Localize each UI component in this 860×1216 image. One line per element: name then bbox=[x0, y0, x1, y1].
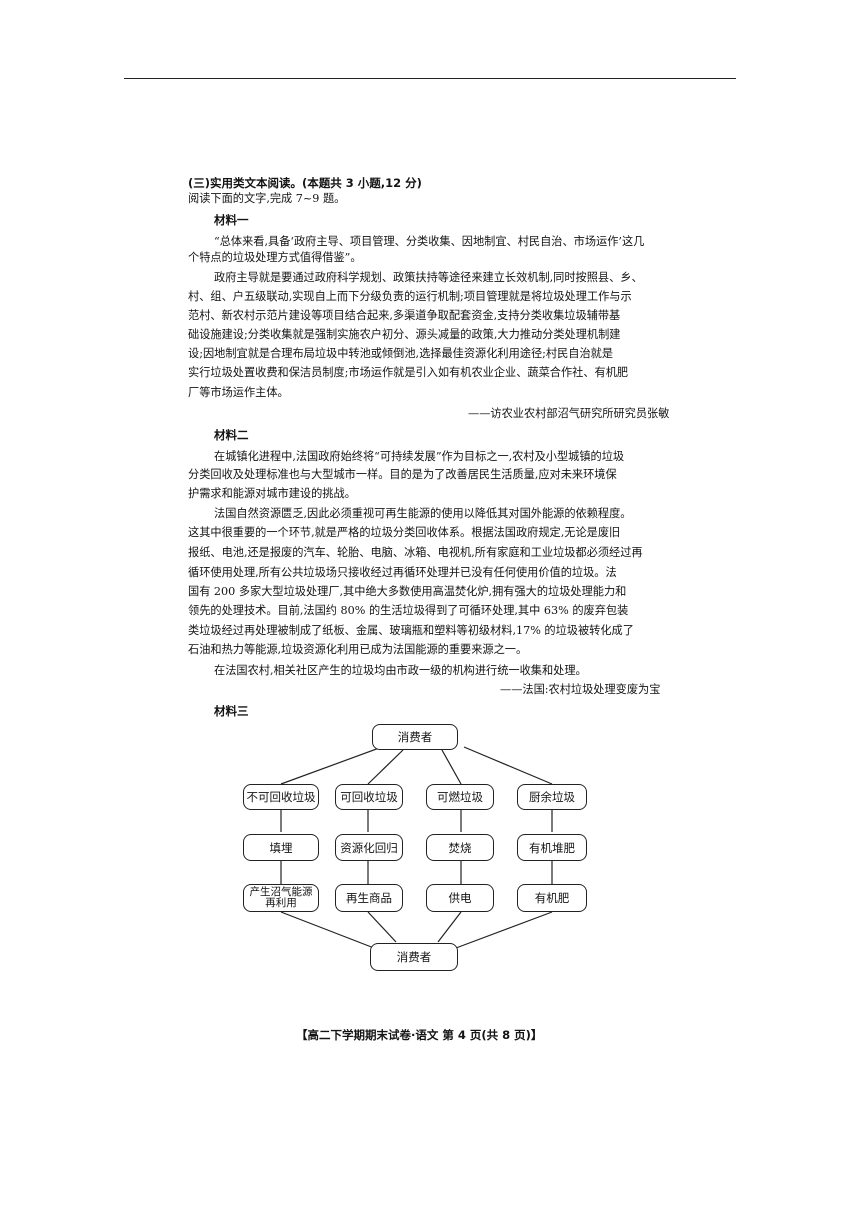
material1-source: ——访农业农村部沼气研究所研究员张敏 bbox=[468, 407, 670, 420]
material2-line: 国有 200 多家大型垃圾处理厂,其中绝大多数使用高温焚化炉,拥有强大的垃圾处理… bbox=[188, 585, 627, 598]
material1-label: 材料一 bbox=[214, 213, 249, 227]
product-box-renewed-goods: 再生商品 bbox=[335, 884, 403, 912]
process-box-landfill: 填埋 bbox=[243, 834, 319, 861]
material1-line: “总体来看,具备‘政府主导、项目管理、分类收集、因地制宜、村民自治、市场运作’这… bbox=[214, 235, 645, 248]
page-footer: 【高二下学期期末试卷·语文 第 4 页(共 8 页)】 bbox=[296, 1028, 543, 1042]
material2-line: 法国自然资源匮乏,因此必须重视可再生能源的使用以降低其对国外能源的依赖程度。 bbox=[214, 507, 632, 520]
top-rule bbox=[124, 78, 736, 79]
material2-line: 类垃圾经过再处理被制成了纸板、金属、玻璃瓶和塑料等初级材料,17% 的垃圾被转化… bbox=[188, 624, 634, 637]
material2-line: 在城镇化进程中,法国政府始终将“可持续发展”作为目标之一,农村及小型城镇的垃圾 bbox=[214, 450, 625, 463]
material2-line: 石油和热力等能源,垃圾资源化利用已成为法国能源的重要来源之一。 bbox=[188, 643, 528, 656]
material1-line: 厂等市场运作主体。 bbox=[188, 386, 289, 399]
material2-line: 这其中很重要的一个环节,就是严格的垃圾分类回收体系。根据法国政府规定,无论是废旧 bbox=[188, 526, 621, 539]
category-box-recyclable: 可回收垃圾 bbox=[335, 784, 403, 810]
process-box-incineration: 焚烧 bbox=[426, 834, 494, 861]
material2-line: 护需求和能源对城市建设的挑战。 bbox=[188, 487, 356, 500]
material1-line: 村、组、户五级联动,实现自上而下分级负责的运行机制;项目管理就是将垃圾处理工作与… bbox=[188, 290, 632, 303]
consumer-top-box: 消费者 bbox=[372, 724, 458, 750]
category-box-kitchen: 厨余垃圾 bbox=[517, 784, 587, 810]
material1-line: 范村、新农村示范片建设等项目结合起来,多渠道争取配套资金,支持分类收集垃圾辅带基 bbox=[188, 309, 621, 322]
product-box-fertilizer: 有机肥 bbox=[517, 884, 587, 912]
category-box-combustible: 可燃垃圾 bbox=[426, 784, 494, 810]
section-title: (三)实用类文本阅读。(本题共 3 小题,12 分) bbox=[188, 176, 422, 190]
material1-line: 实行垃圾处置收费和保洁员制度;市场运作就是引入如有机农业企业、蔬菜合作社、有机肥 bbox=[188, 366, 629, 379]
material1-line: 个特点的垃圾处理方式值得借鉴”。 bbox=[188, 251, 362, 264]
material2-source: ——法国:农村垃圾处理变废为宝 bbox=[500, 683, 661, 696]
process-box-compost: 有机堆肥 bbox=[517, 834, 587, 861]
category-box-nonrecyclable: 不可回收垃圾 bbox=[243, 784, 319, 810]
material2-line: 领先的处理技术。目前,法国约 80% 的生活垃圾得到了可循环处理,其中 63% … bbox=[188, 604, 629, 617]
product-box-power: 供电 bbox=[426, 884, 494, 912]
material2-label: 材料二 bbox=[214, 428, 249, 442]
consumer-bottom-box: 消费者 bbox=[370, 943, 458, 971]
material2-line: 循环使用处理,所有公共垃圾场只接收经过再循环处理并已没有任何使用价值的垃圾。法 bbox=[188, 566, 617, 579]
material1-line: 设;因地制宜就是合理布局垃圾中转池或倾倒池,选择最佳资源化利用途径;村民自治就是 bbox=[188, 347, 614, 360]
product-box-biogas: 产生沼气能源再利用 bbox=[243, 884, 319, 912]
material1-line: 础设施建设;分类收集就是强制实施农户初分、源头减量的政策,大力推动分类处理机制建 bbox=[188, 328, 621, 341]
process-box-resource: 资源化回归 bbox=[335, 834, 403, 861]
material3-label: 材料三 bbox=[214, 704, 249, 718]
material2-line: 在法国农村,相关社区产生的垃圾均由市政一级的机构进行统一收集和处理。 bbox=[214, 664, 587, 677]
material2-line: 分类回收及处理标准也与大型城市一样。目的是为了改善居民生活质量,应对未来环境保 bbox=[188, 468, 617, 481]
material2-line: 报纸、电池,还是报废的汽车、轮胎、电脑、冰箱、电视机,所有家庭和工业垃圾都必须经… bbox=[188, 546, 643, 559]
instruction: 阅读下面的文字,完成 7~9 题。 bbox=[188, 192, 346, 205]
material1-line: 政府主导就是要通过政府科学规划、政策扶持等途径来建立长效机制,同时按照县、乡、 bbox=[214, 271, 643, 284]
